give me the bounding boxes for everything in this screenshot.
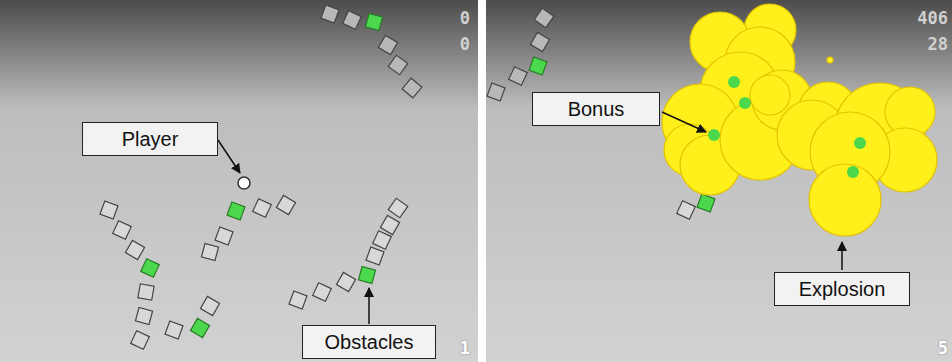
right-panel: [486, 0, 952, 362]
left-panel: [0, 0, 478, 362]
callout-label: Explosion: [799, 278, 886, 301]
bonus-dots: [708, 76, 866, 178]
obstacles-left: [100, 5, 422, 349]
score-number: 0: [460, 8, 470, 28]
callout-box: Obstacles: [302, 325, 436, 359]
score-number: 28: [928, 34, 948, 54]
score-number: 1: [460, 338, 470, 358]
leader-arrows: [218, 112, 842, 324]
score-number: 406: [917, 8, 948, 28]
player-dot: [238, 177, 250, 189]
callout-label: Player: [122, 128, 179, 151]
score-number: 0: [460, 34, 470, 54]
callout-label: Bonus: [568, 98, 625, 121]
callout-box: Bonus: [532, 92, 660, 126]
callout-label: Obstacles: [325, 331, 414, 354]
score-number: 5: [938, 338, 948, 358]
explosion-cloud: [662, 4, 937, 236]
callout-box: Player: [82, 122, 218, 156]
callout-box: Explosion: [774, 272, 910, 306]
